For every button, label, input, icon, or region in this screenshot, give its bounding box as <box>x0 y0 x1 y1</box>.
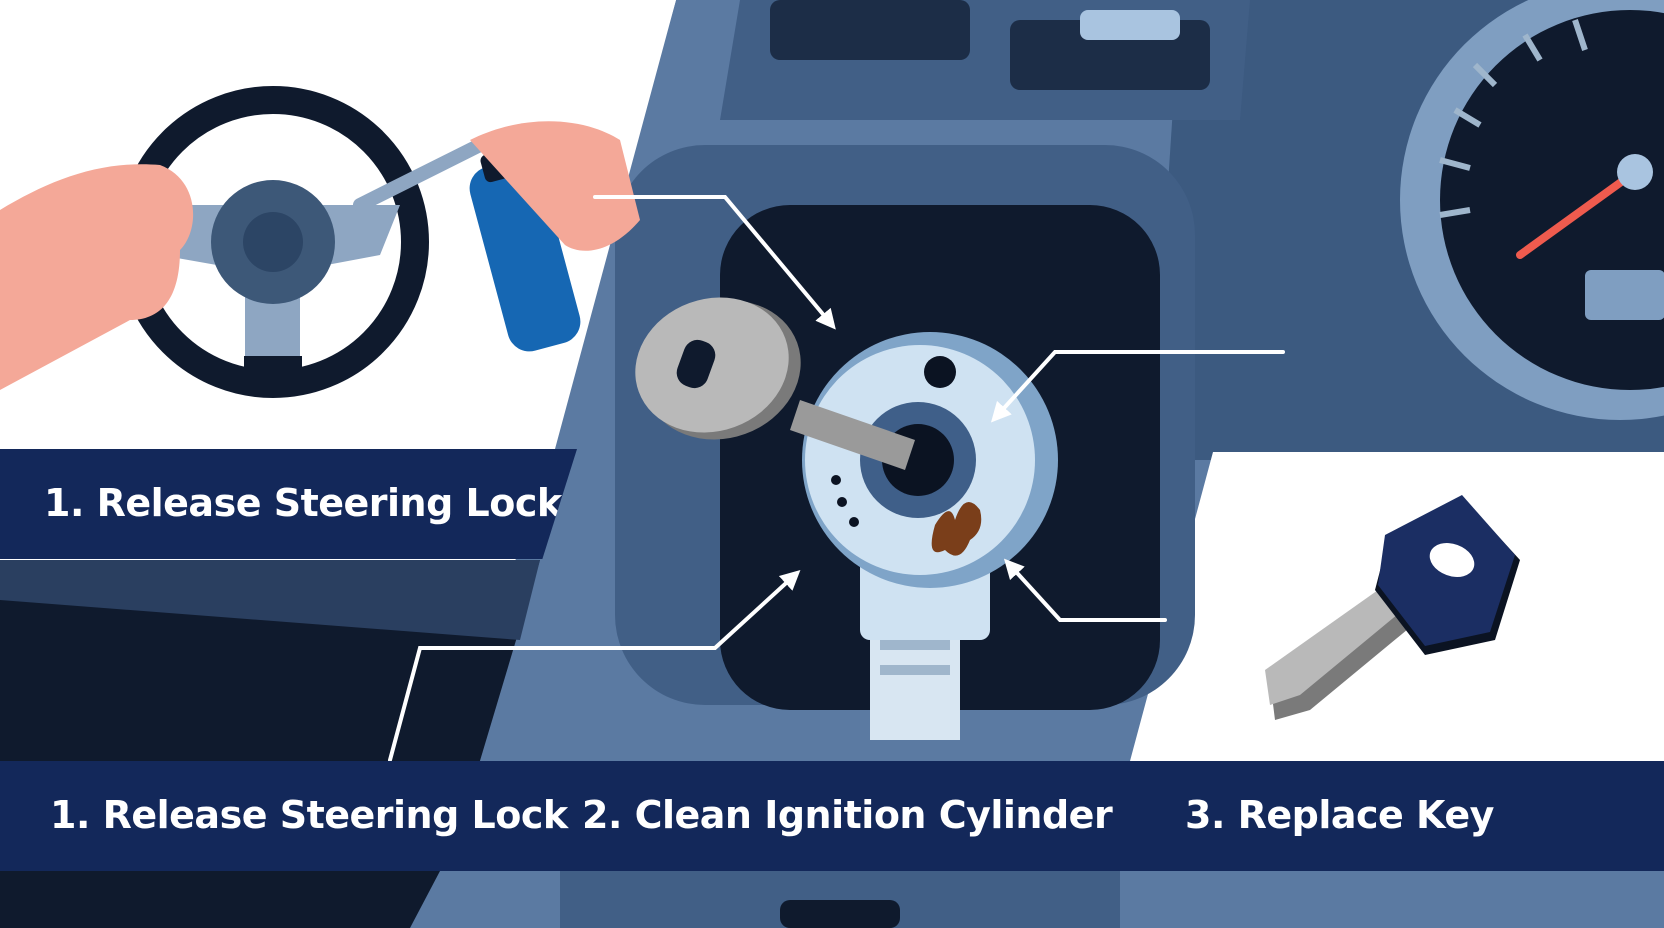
speedometer-icon <box>1400 0 1664 420</box>
step-1-label: 1. Release Steering Lock <box>50 793 568 837</box>
inset-step-label: 1. Release Steering Lock <box>44 481 562 525</box>
key-icon <box>635 297 915 470</box>
arrow-to-cylinder <box>990 350 1285 423</box>
arrow-to-rust <box>1003 558 1167 622</box>
spray-can-icon <box>353 121 640 352</box>
pointer-arrows <box>388 195 1285 762</box>
console-bottom <box>0 871 1664 928</box>
step-2-label: 2. Clean Ignition Cylinder <box>582 793 1113 837</box>
arrow-to-cylinder-base <box>388 569 801 762</box>
new-key-icon <box>1265 495 1520 720</box>
step-3-label: 3. Replace Key <box>1185 793 1494 837</box>
steps-banner: 1. Release Steering Lock 2. Clean Igniti… <box>0 761 1664 871</box>
arrow-to-key <box>593 195 836 330</box>
speedometer-needle <box>1516 168 1639 259</box>
rust-stain <box>931 502 982 556</box>
hand-icon <box>0 164 194 390</box>
inset-step-banner: 1. Release Steering Lock <box>0 449 577 559</box>
